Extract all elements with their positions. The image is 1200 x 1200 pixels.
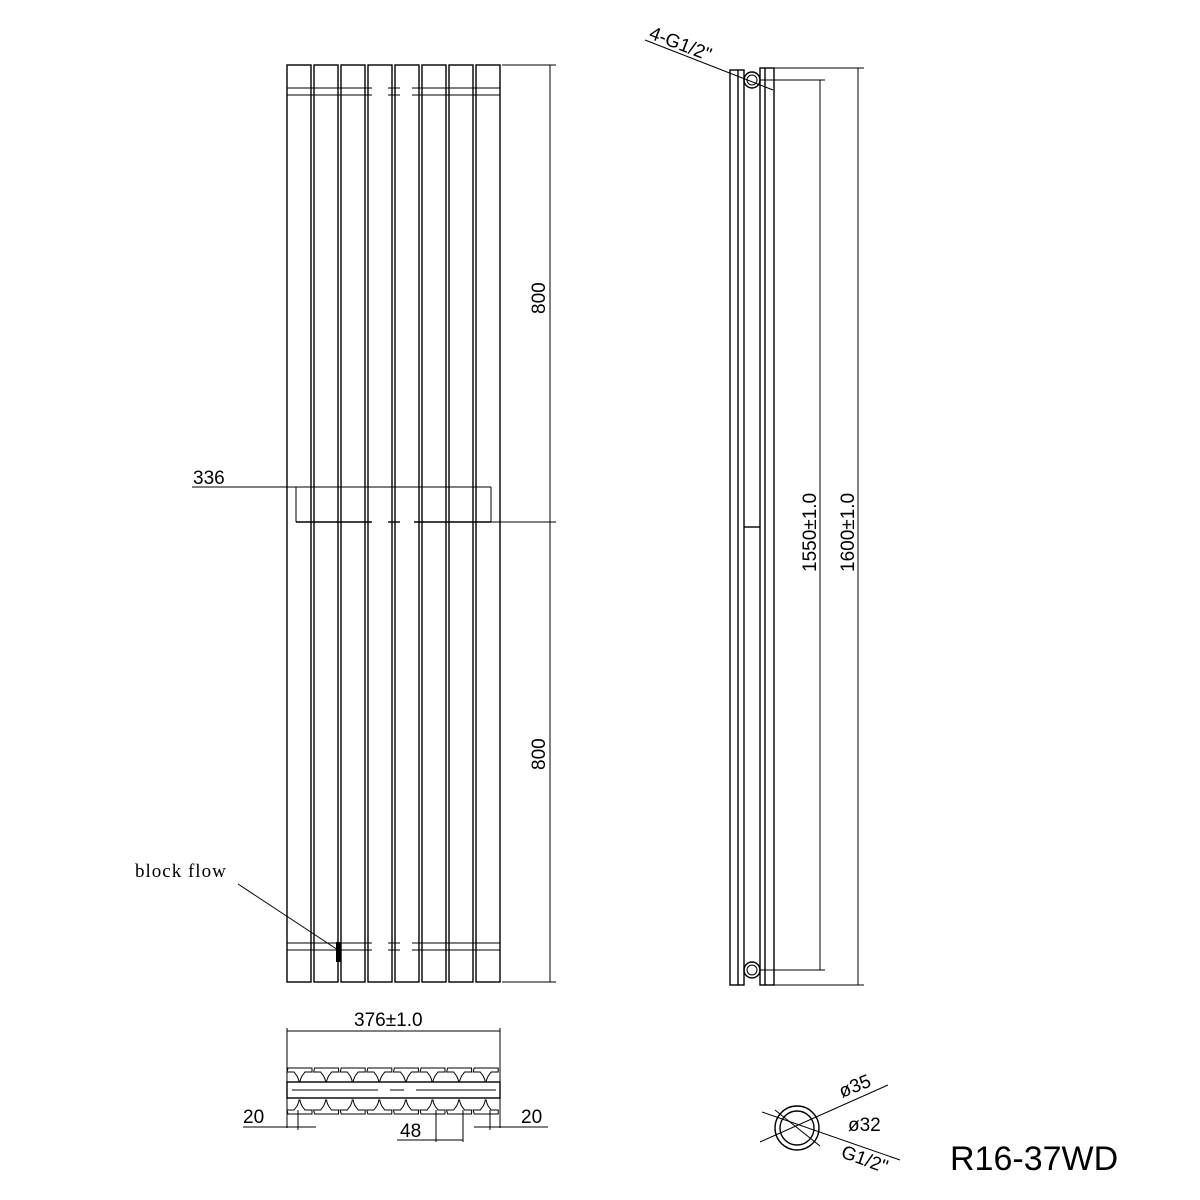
- fin-bottom: [366, 1099, 393, 1115]
- side-view: 4-G1/2" 1550±1.0 1600±1.0: [644, 23, 864, 986]
- overall-height-label: 1600±1.0: [838, 493, 859, 572]
- inner-width-label: 336: [193, 468, 225, 489]
- fin-bottom: [392, 1099, 419, 1115]
- fin-top: [445, 1067, 473, 1083]
- tube: [340, 64, 366, 983]
- connections-label: 4-G1/2": [646, 23, 714, 66]
- tube: [475, 64, 501, 983]
- tube: [286, 64, 312, 983]
- fin-top: [312, 1067, 340, 1083]
- edge-right-label: 20: [521, 1107, 542, 1128]
- outer-diameter-label: ø35: [836, 1071, 874, 1103]
- tube: [421, 64, 447, 983]
- fin-bottom: [419, 1099, 446, 1115]
- overall-width-label: 376±1.0: [354, 1010, 423, 1031]
- section-view: 376±1.0 20 20 48: [243, 1010, 548, 1142]
- model-number: R16-37WD: [950, 1140, 1118, 1178]
- tube-pitch-label: 48: [400, 1121, 421, 1142]
- fin-top: [392, 1067, 419, 1083]
- block-flow-marker: [336, 942, 341, 962]
- front-view: [286, 64, 501, 983]
- tube: [367, 64, 393, 983]
- fin-top: [366, 1067, 393, 1083]
- fin-bottom: [312, 1099, 340, 1115]
- height-bottom-label: 800: [529, 738, 550, 770]
- tube: [313, 64, 339, 983]
- fin-bottom: [445, 1099, 473, 1115]
- pipe-centers-label: 1550±1.0: [800, 493, 821, 572]
- fin-top: [419, 1067, 446, 1083]
- edge-left-label: 20: [243, 1107, 264, 1128]
- height-top-label: 800: [529, 282, 550, 314]
- fin-bottom: [286, 1099, 313, 1115]
- front-dimensions: 800 800 336 block flow: [135, 64, 556, 983]
- pipe-detail: ø35 ø32 G1/2": [759, 1071, 901, 1178]
- fin-bottom: [339, 1099, 366, 1115]
- fin-top: [286, 1067, 313, 1083]
- fin-top: [339, 1067, 366, 1083]
- block-flow-label: block flow: [135, 861, 227, 882]
- fin-top: [472, 1067, 499, 1083]
- tube: [448, 64, 474, 983]
- fin-bottom: [472, 1099, 499, 1115]
- inner-diameter-label: ø32: [848, 1115, 881, 1136]
- tube: [394, 64, 420, 983]
